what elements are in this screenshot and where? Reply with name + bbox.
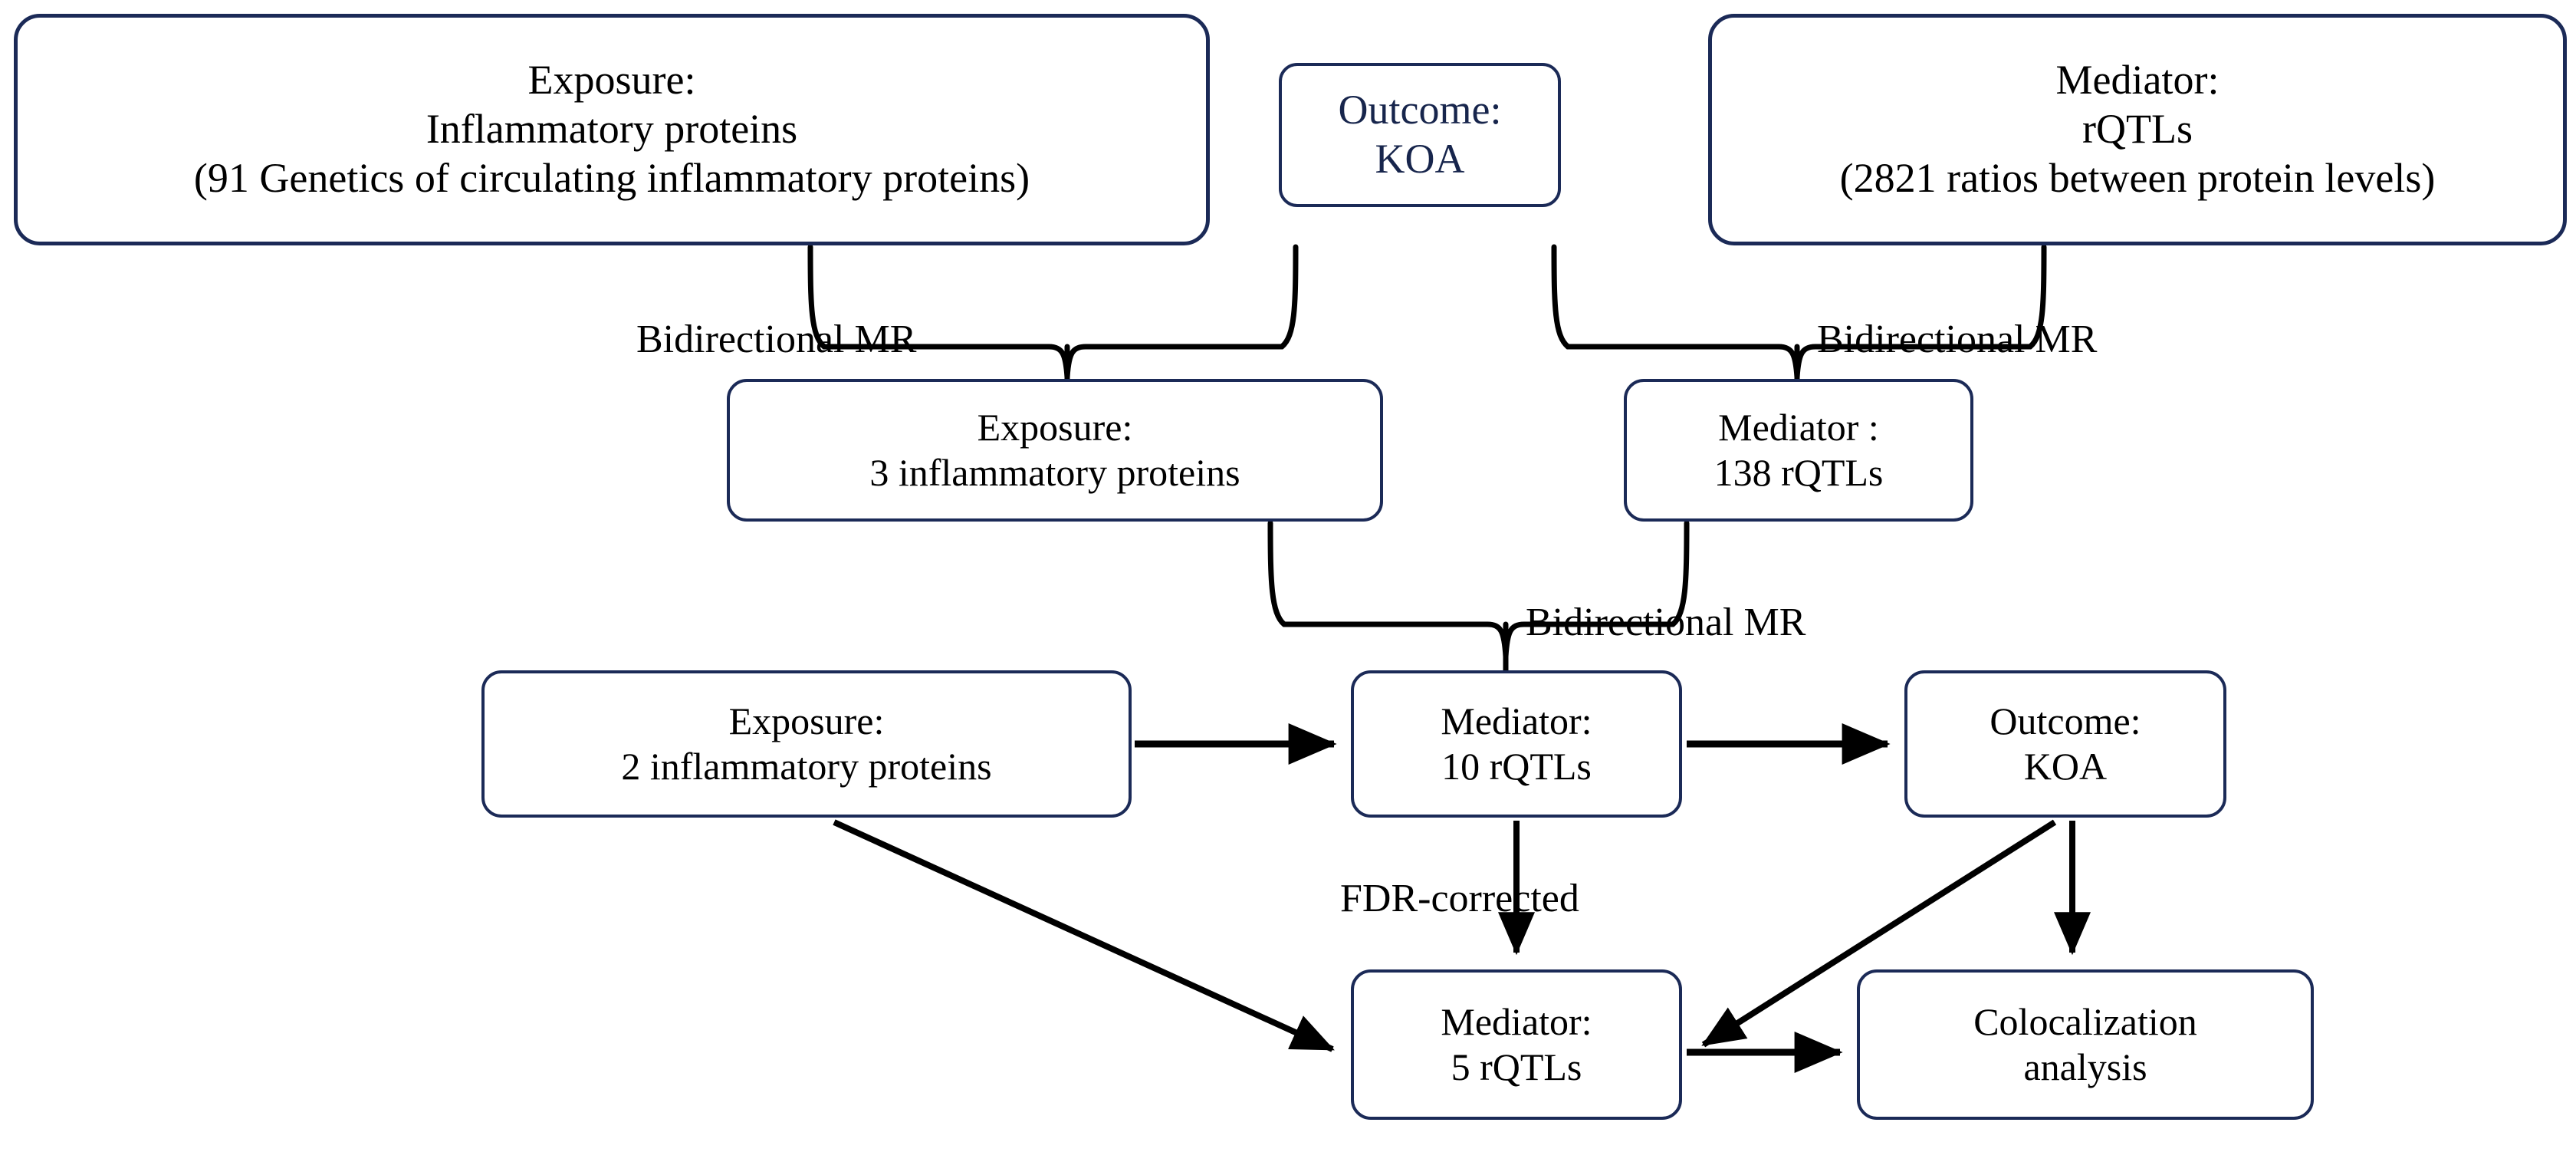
node-line: Exposure: xyxy=(527,57,696,104)
node-line: Mediator : xyxy=(1718,406,1879,449)
node-line: (2821 ratios between protein levels) xyxy=(1839,154,2436,201)
node-mediator-10-rqtls[interactable]: Mediator: 10 rQTLs xyxy=(1351,670,1682,818)
node-mediator-rqtls[interactable]: Mediator: rQTLs (2821 ratios between pro… xyxy=(1708,14,2567,245)
arrow-exposure2-to-mediator5 xyxy=(833,819,1335,1052)
node-line: Outcome: xyxy=(1338,87,1502,133)
node-line: 5 rQTLs xyxy=(1451,1045,1582,1088)
node-line: analysis xyxy=(2023,1045,2147,1088)
node-colocalization-analysis[interactable]: Colocalization analysis xyxy=(1857,969,2314,1120)
node-line: KOA xyxy=(2023,745,2108,788)
edge-label-bidirectional-mr-1: Bidirectional MR xyxy=(636,318,917,361)
node-line: Colocalization xyxy=(1973,1000,2197,1043)
node-line: rQTLs xyxy=(2082,106,2193,153)
node-outcome-koa-bottom[interactable]: Outcome: KOA xyxy=(1904,670,2226,818)
node-line: 138 rQTLs xyxy=(1714,451,1884,494)
node-exposure-2-proteins[interactable]: Exposure: 2 inflammatory proteins xyxy=(481,670,1132,818)
node-line: 3 inflammatory proteins xyxy=(869,451,1240,494)
node-line: Exposure: xyxy=(728,699,885,742)
node-line: 10 rQTLs xyxy=(1441,745,1592,788)
node-line: 2 inflammatory proteins xyxy=(621,745,992,788)
edge-label-fdr-corrected: FDR-corrected xyxy=(1340,877,1579,920)
node-line: (91 Genetics of circulating inflammatory… xyxy=(193,154,1030,201)
node-outcome-koa-top[interactable]: Outcome: KOA xyxy=(1279,63,1561,207)
node-mediator-138-rqtls[interactable]: Mediator : 138 rQTLs xyxy=(1624,379,1973,522)
node-line: KOA xyxy=(1375,136,1465,182)
node-line: Exposure: xyxy=(977,406,1133,449)
node-exposure-inflammatory-proteins[interactable]: Exposure: Inflammatory proteins (91 Gene… xyxy=(14,14,1210,245)
node-line: Inflammatory proteins xyxy=(426,106,798,153)
node-line: Mediator: xyxy=(2055,57,2220,104)
node-line: Mediator: xyxy=(1441,1000,1592,1043)
edge-label-bidirectional-mr-3: Bidirectional MR xyxy=(1526,601,1806,644)
node-mediator-5-rqtls[interactable]: Mediator: 5 rQTLs xyxy=(1351,969,1682,1120)
node-line: Outcome: xyxy=(1990,699,2141,742)
node-exposure-3-proteins[interactable]: Exposure: 3 inflammatory proteins xyxy=(727,379,1383,522)
node-line: Mediator: xyxy=(1441,699,1592,742)
edge-label-bidirectional-mr-2: Bidirectional MR xyxy=(1817,318,2098,361)
